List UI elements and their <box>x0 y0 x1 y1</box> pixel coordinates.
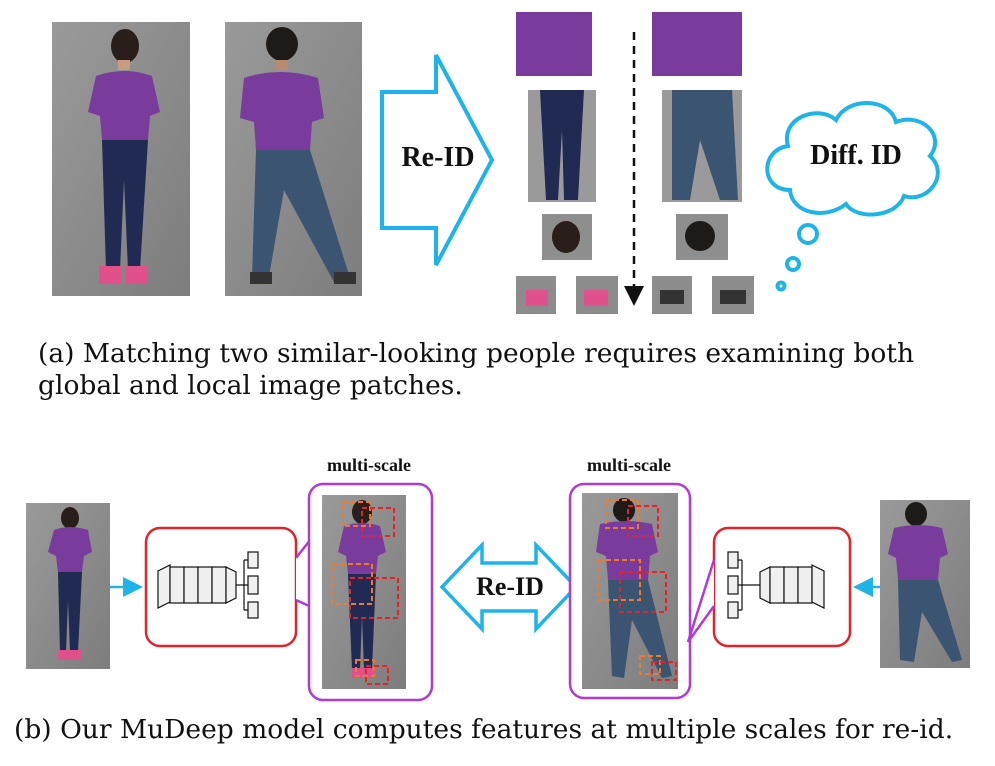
cloud-label: Diff. ID <box>810 140 902 171</box>
person-a-photo <box>52 22 190 296</box>
network-box-left <box>144 526 320 648</box>
multiscale-label-left: multi-scale <box>327 455 411 475</box>
caption-a-line1: (a) Matching two similar-looking people … <box>38 338 915 369</box>
person-left-photo <box>26 503 110 669</box>
multiscale-box-right <box>568 482 692 700</box>
person-b-photo <box>225 22 362 296</box>
caption-b: (b) Our MuDeep model computes features a… <box>14 714 954 745</box>
multiscale-label-right: multi-scale <box>587 455 671 475</box>
patch-column-1 <box>516 12 618 314</box>
person-right-photo <box>880 500 970 668</box>
caption-a-line2: global and local image patches. <box>38 370 463 401</box>
reid-double-arrow-label: Re-ID <box>476 572 544 601</box>
multiscale-box-left <box>307 482 434 702</box>
network-box-right <box>686 526 852 648</box>
reid-arrow-a <box>380 54 495 266</box>
reid-arrow-a-label: Re-ID <box>401 142 475 173</box>
patch-column-2 <box>652 12 754 314</box>
thought-cloud <box>765 101 940 292</box>
